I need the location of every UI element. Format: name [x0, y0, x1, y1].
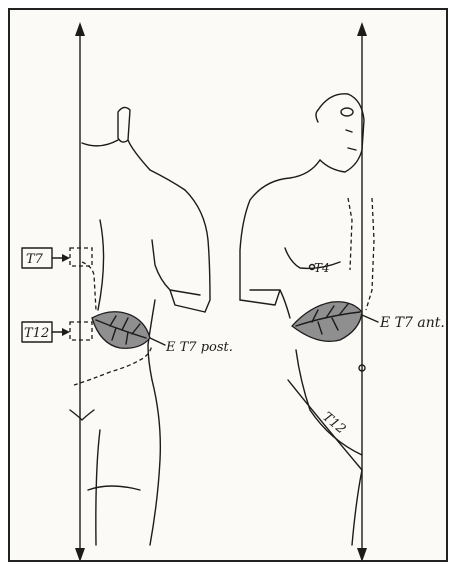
t12-marker: T12 [22, 322, 70, 342]
posterior-leaf [92, 312, 165, 349]
t7-box-label: T7 [26, 252, 44, 267]
t7-marker: T7 [22, 248, 70, 268]
posterior-label: E T7 post. [165, 340, 233, 355]
anterior-leaf [292, 302, 378, 342]
t12-box-label: T12 [24, 326, 49, 341]
t4-label: T4 [314, 261, 330, 275]
left-axis [75, 22, 85, 562]
anterior-label: E T7 ant. [379, 315, 445, 331]
t12-diagonal-label: T12 [319, 410, 348, 438]
